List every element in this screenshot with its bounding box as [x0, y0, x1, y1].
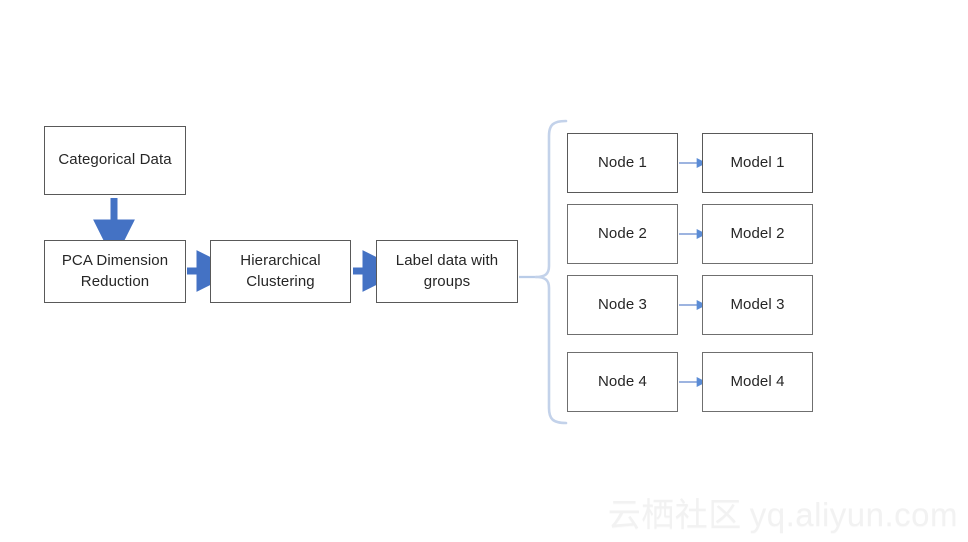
- box-model-1-label: Model 1: [730, 153, 785, 171]
- box-model-2[interactable]: Model 2: [702, 204, 813, 264]
- box-node-4-label: Node 4: [598, 372, 647, 390]
- box-model-3[interactable]: Model 3: [702, 275, 813, 335]
- box-pca-dimension-reduction-label: PCA Dimension Reduction: [61, 252, 169, 290]
- box-model-3-label: Model 3: [730, 295, 785, 313]
- box-node-3[interactable]: Node 3: [567, 275, 678, 335]
- box-node-2[interactable]: Node 2: [567, 204, 678, 264]
- box-node-4[interactable]: Node 4: [567, 352, 678, 412]
- box-label-data-with-groups[interactable]: Label data with groups: [376, 240, 518, 303]
- box-node-2-label: Node 2: [598, 224, 647, 242]
- grouping-brace: [534, 119, 568, 425]
- box-node-1-label: Node 1: [598, 153, 647, 171]
- box-node-3-label: Node 3: [598, 295, 647, 313]
- box-model-1[interactable]: Model 1: [702, 133, 813, 193]
- box-model-4-label: Model 4: [730, 372, 785, 390]
- box-node-1[interactable]: Node 1: [567, 133, 678, 193]
- box-categorical-data[interactable]: Categorical Data: [44, 126, 186, 195]
- box-label-data-with-groups-label: Label data with groups: [395, 252, 499, 290]
- box-categorical-data-label: Categorical Data: [58, 151, 172, 169]
- box-pca-dimension-reduction[interactable]: PCA Dimension Reduction: [44, 240, 186, 303]
- box-hierarchical-clustering-label: Hierarchical Clustering: [240, 252, 321, 290]
- box-model-2-label: Model 2: [730, 224, 785, 242]
- watermark-cn-text: 云栖社区: [607, 496, 742, 533]
- box-model-4[interactable]: Model 4: [702, 352, 813, 412]
- watermark-domain-text: yq.aliyun.com: [749, 496, 958, 533]
- box-hierarchical-clustering[interactable]: Hierarchical Clustering: [210, 240, 351, 303]
